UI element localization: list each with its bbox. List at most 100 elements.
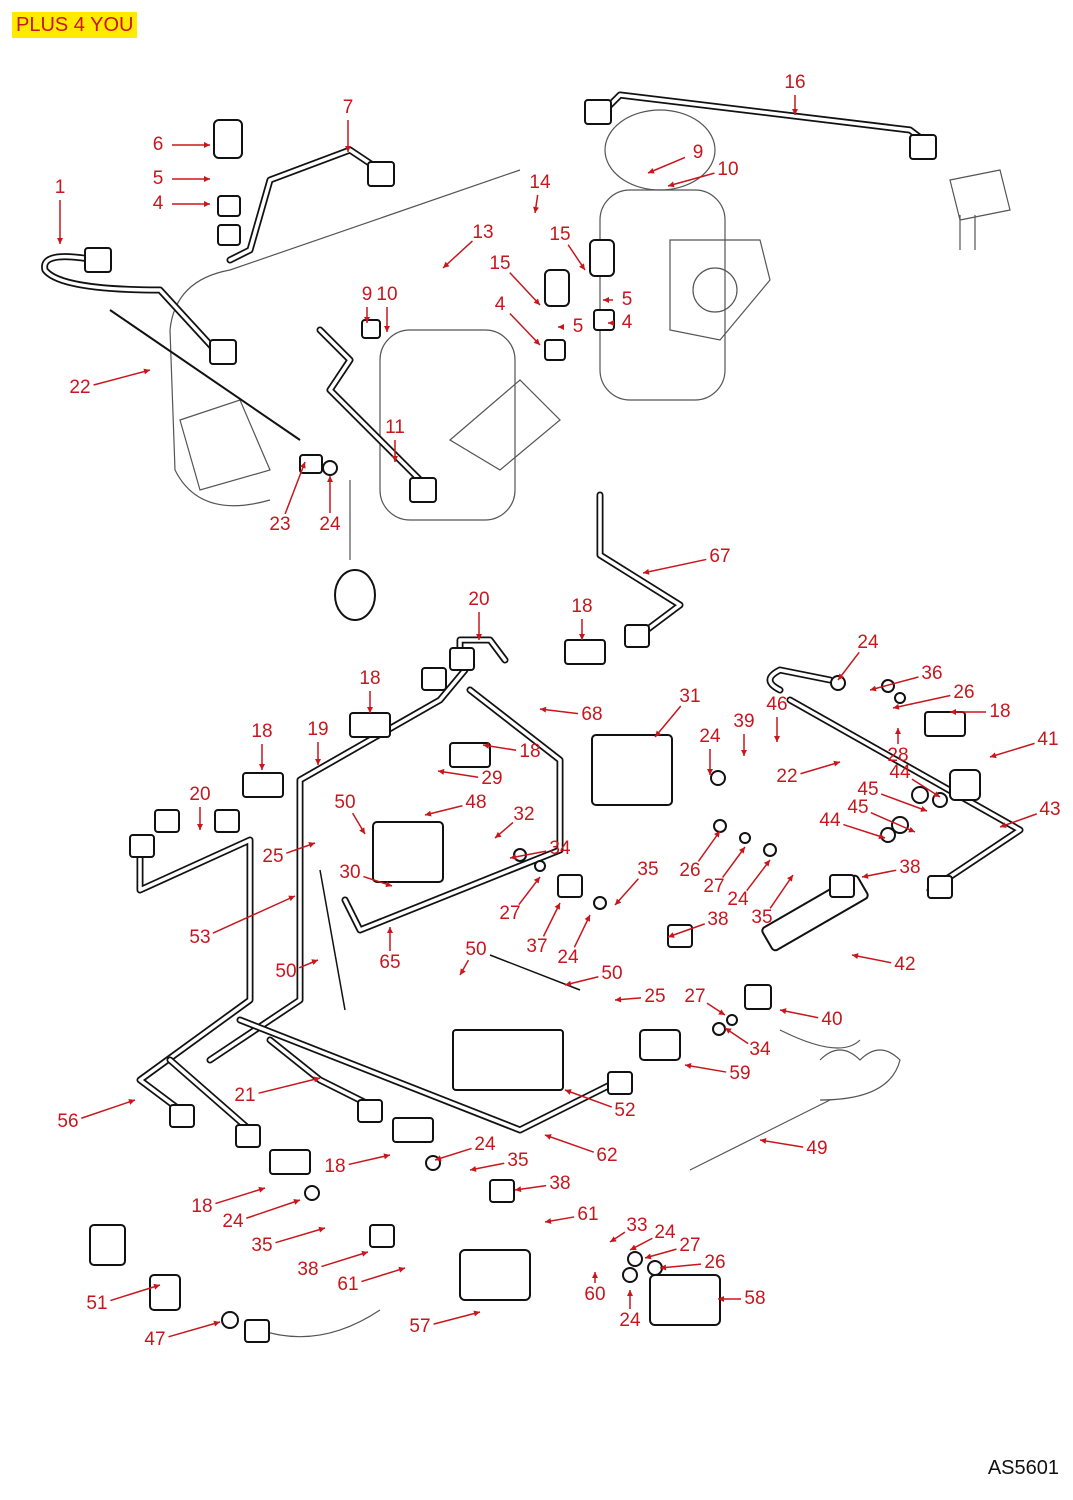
- arrowhead-icon: [763, 860, 770, 867]
- arrowhead-icon: [554, 903, 560, 910]
- arrowhead-icon: [476, 634, 482, 640]
- callout-44: 44: [889, 762, 911, 783]
- callout-38: 38: [549, 1173, 571, 1194]
- arrowhead-icon: [579, 263, 585, 270]
- callout-10: 10: [376, 284, 398, 305]
- callout-34: 34: [749, 1039, 771, 1060]
- arrowhead-icon: [545, 1134, 552, 1140]
- leader-line-13: [442, 240, 473, 269]
- leader-line-51: [110, 1284, 161, 1302]
- leader-line-18: [348, 1154, 391, 1166]
- leader-line-9: [647, 156, 686, 174]
- callout-26: 26: [704, 1252, 726, 1273]
- arrowhead-icon: [610, 1236, 617, 1242]
- leader-line-38: [667, 923, 705, 938]
- callout-31: 31: [679, 686, 701, 707]
- arrowhead-icon: [483, 742, 490, 749]
- leader-line-26: [659, 1263, 702, 1269]
- callout-24: 24: [699, 726, 721, 747]
- callout-33: 33: [626, 1215, 648, 1236]
- leader-lines: [57, 95, 1037, 1338]
- arrowhead-icon: [648, 167, 655, 174]
- fittings-upper: [84, 99, 937, 503]
- leader-line-34: [509, 850, 547, 859]
- callout-15: 15: [549, 224, 571, 245]
- leader-line-18: [215, 1187, 266, 1205]
- leader-line-67: [642, 558, 707, 574]
- arrowhead-icon: [327, 476, 333, 482]
- arrowhead-icon: [308, 842, 315, 848]
- leader-line-38: [321, 1251, 369, 1268]
- callout-22: 22: [776, 766, 798, 787]
- arrowhead-icon: [259, 764, 265, 770]
- callout-61: 61: [337, 1274, 359, 1295]
- callout-24: 24: [654, 1222, 676, 1243]
- arrowhead-icon: [299, 462, 306, 469]
- callout-25: 25: [262, 846, 284, 867]
- leader-line-61: [361, 1267, 406, 1283]
- leader-line-47: [168, 1321, 221, 1338]
- callout-27: 27: [703, 876, 725, 897]
- arrowhead-icon: [383, 1153, 390, 1160]
- leader-line-23: [284, 461, 306, 515]
- arrowhead-icon: [668, 932, 675, 938]
- callout-24: 24: [319, 514, 341, 535]
- arrowhead-icon: [385, 881, 392, 888]
- arrowhead-icon: [435, 1155, 442, 1162]
- callout-53: 53: [189, 927, 211, 948]
- callout-16: 16: [784, 72, 806, 93]
- callout-25: 25: [644, 986, 666, 1007]
- leader-line-49: [759, 1139, 804, 1148]
- arrowhead-icon: [204, 201, 210, 207]
- arrowhead-icon: [318, 1226, 325, 1233]
- arrowhead-icon: [833, 760, 840, 767]
- arrowhead-icon: [197, 824, 203, 830]
- arrowhead-icon: [311, 959, 318, 965]
- callout-7: 7: [342, 97, 354, 118]
- arrowhead-icon: [438, 768, 445, 775]
- callout-21: 21: [234, 1085, 256, 1106]
- leader-line-68: [539, 708, 579, 715]
- callout-6: 6: [152, 134, 164, 155]
- arrowhead-icon: [707, 769, 713, 775]
- leader-line-57: [433, 1311, 481, 1325]
- callout-27: 27: [679, 1235, 701, 1256]
- callout-47: 47: [144, 1329, 166, 1350]
- arrowhead-icon: [204, 176, 210, 182]
- callout-10: 10: [717, 159, 739, 180]
- callout-9: 9: [692, 142, 704, 163]
- arrowhead-icon: [608, 320, 614, 326]
- callout-35: 35: [637, 859, 659, 880]
- leader-line-45: [870, 811, 916, 833]
- callout-24: 24: [727, 889, 749, 910]
- callout-39: 39: [733, 711, 755, 732]
- arrowhead-icon: [780, 1008, 787, 1015]
- leader-line-53: [212, 895, 296, 934]
- arrowhead-icon: [774, 736, 780, 742]
- callout-24: 24: [557, 947, 579, 968]
- arrowhead-icon: [153, 1283, 160, 1290]
- arrowhead-icon: [345, 146, 351, 152]
- callout-62: 62: [596, 1145, 618, 1166]
- arrowhead-icon: [725, 1028, 732, 1034]
- leader-line-48: [424, 805, 463, 816]
- arrowhead-icon: [392, 456, 398, 462]
- arrowhead-icon: [592, 1272, 598, 1278]
- callout-50: 50: [465, 939, 487, 960]
- arrowhead-icon: [213, 1320, 220, 1327]
- callout-37: 37: [526, 936, 548, 957]
- arrowhead-icon: [862, 872, 869, 879]
- callout-4: 4: [152, 193, 164, 214]
- callout-40: 40: [821, 1009, 843, 1030]
- arrowhead-icon: [718, 1296, 724, 1302]
- callout-4: 4: [494, 294, 506, 315]
- callout-67: 67: [709, 546, 731, 567]
- callout-1: 1: [54, 177, 66, 198]
- callout-61: 61: [577, 1204, 599, 1225]
- callout-35: 35: [251, 1235, 273, 1256]
- callout-26: 26: [953, 682, 975, 703]
- arrowhead-icon: [293, 1199, 300, 1205]
- callout-49: 49: [806, 1138, 828, 1159]
- callout-46: 46: [766, 694, 788, 715]
- arrowhead-icon: [950, 709, 956, 715]
